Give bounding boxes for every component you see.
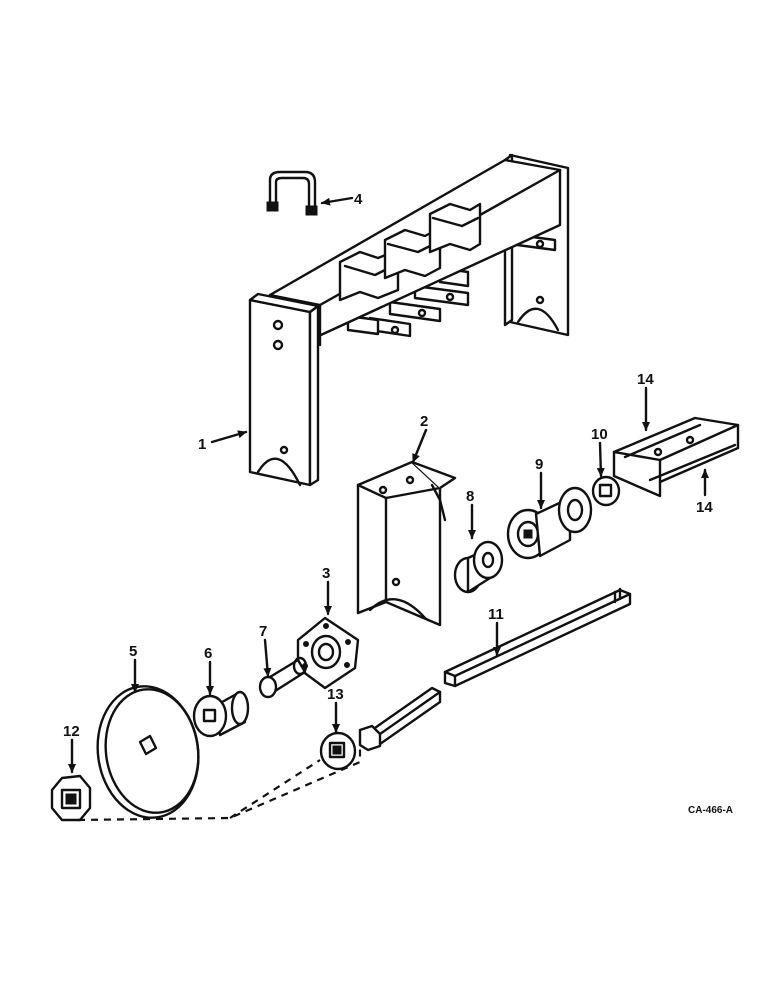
assembly-line	[77, 745, 362, 822]
square-shaft	[358, 587, 632, 752]
spool	[453, 540, 504, 594]
frame-assembly	[248, 153, 570, 487]
callout-14-upper: 14	[637, 371, 654, 388]
bearing-hanger-bracket	[356, 460, 457, 627]
callout-1: 1	[198, 436, 206, 453]
callout-8: 8	[466, 488, 474, 505]
callout-12: 12	[63, 723, 80, 740]
channel-spacers	[612, 416, 740, 498]
callout-14-lower: 14	[696, 499, 713, 516]
callout-5: 5	[129, 643, 137, 660]
callout-7: 7	[259, 623, 267, 640]
callout-10: 10	[591, 426, 608, 443]
spool-bearing	[506, 486, 593, 560]
bumper	[192, 690, 250, 738]
callout-11: 11	[488, 606, 504, 623]
callout-labels: 1 2 3 4 5 6 7 8 9 10 11 12 13 14 14 CA-4…	[63, 191, 733, 816]
callout-6: 6	[204, 645, 212, 662]
callout-3: 3	[322, 565, 330, 582]
assembly-line	[229, 759, 321, 819]
spacer-tube	[258, 656, 308, 699]
square-washer	[319, 731, 357, 771]
flange-bearing	[296, 616, 360, 690]
square-hole-washer	[591, 475, 621, 507]
drawing-code: CA-466-A	[688, 805, 733, 816]
u-bolt	[266, 170, 318, 216]
callout-9: 9	[535, 456, 543, 473]
callout-13: 13	[327, 686, 344, 703]
callout-2: 2	[420, 413, 428, 430]
disc-blade	[96, 685, 200, 819]
shaft-nut	[50, 774, 92, 822]
callout-4: 4	[354, 191, 363, 208]
callout-leaders	[68, 196, 709, 774]
